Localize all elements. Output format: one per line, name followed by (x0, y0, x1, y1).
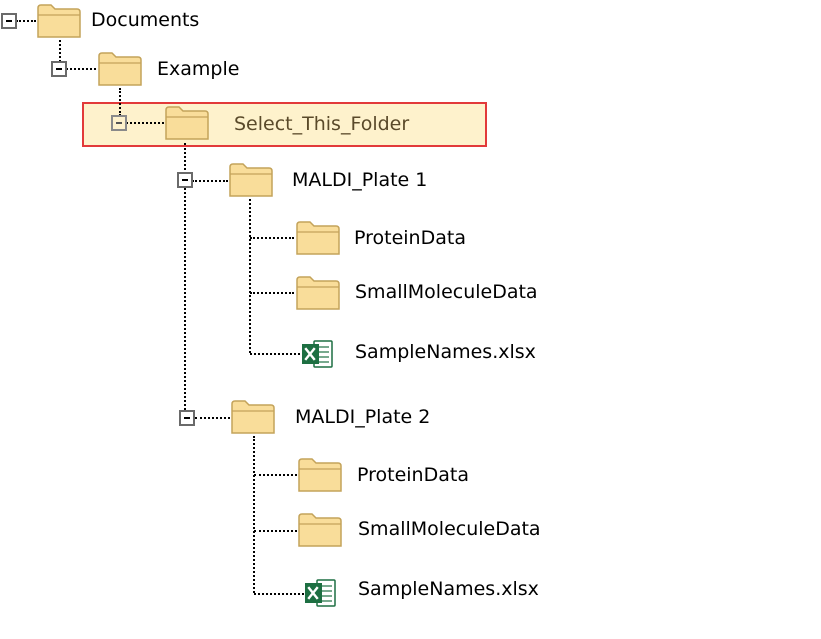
connector-line (250, 237, 294, 239)
connector-line (254, 530, 297, 532)
connector-line (253, 436, 255, 593)
connector-line (195, 417, 230, 419)
tree-label-maldi-plate-1[interactable]: MALDI_Plate 1 (292, 169, 428, 191)
connector-line (254, 593, 304, 595)
tree-label-small-molecule-data[interactable]: SmallMoleculeData (355, 281, 538, 303)
tree-label-documents[interactable]: Documents (91, 9, 200, 31)
selected-row-highlight[interactable] (82, 102, 487, 147)
collapse-toggle-maldi-plate-2[interactable] (179, 410, 195, 426)
folder-icon (97, 50, 143, 88)
collapse-toggle-select-this-folder[interactable] (111, 115, 127, 131)
folder-icon (164, 104, 210, 142)
connector-line (59, 40, 61, 62)
folder-icon (230, 398, 276, 436)
tree-label-protein-data[interactable]: ProteinData (357, 464, 469, 486)
tree-label-protein-data[interactable]: ProteinData (354, 227, 466, 249)
tree-label-sample-names[interactable]: SampleNames.xlsx (355, 341, 536, 363)
connector-line (250, 353, 300, 355)
folder-icon (295, 274, 341, 312)
folder-icon (295, 219, 341, 257)
tree-label-maldi-plate-2[interactable]: MALDI_Plate 2 (295, 406, 431, 428)
folder-icon (297, 456, 343, 494)
connector-line (250, 292, 294, 294)
connector-line (254, 474, 297, 476)
connector-line (66, 68, 96, 70)
tree-label-sample-names[interactable]: SampleNames.xlsx (358, 578, 539, 600)
tree-label-example[interactable]: Example (157, 58, 240, 80)
collapse-toggle-example[interactable] (51, 61, 67, 77)
folder-icon (36, 2, 82, 40)
collapse-toggle-maldi-plate-1[interactable] (177, 172, 193, 188)
collapse-toggle-documents[interactable] (1, 13, 17, 29)
connector-line (16, 20, 36, 22)
connector-line (192, 180, 228, 182)
folder-icon (228, 161, 274, 199)
tree-label-select-this-folder[interactable]: Select_This_Folder (234, 113, 410, 135)
excel-file-icon (304, 578, 336, 608)
excel-file-icon (301, 339, 333, 369)
connector-line (249, 199, 251, 353)
folder-icon (297, 511, 343, 549)
tree-label-small-molecule-data[interactable]: SmallMoleculeData (358, 518, 541, 540)
